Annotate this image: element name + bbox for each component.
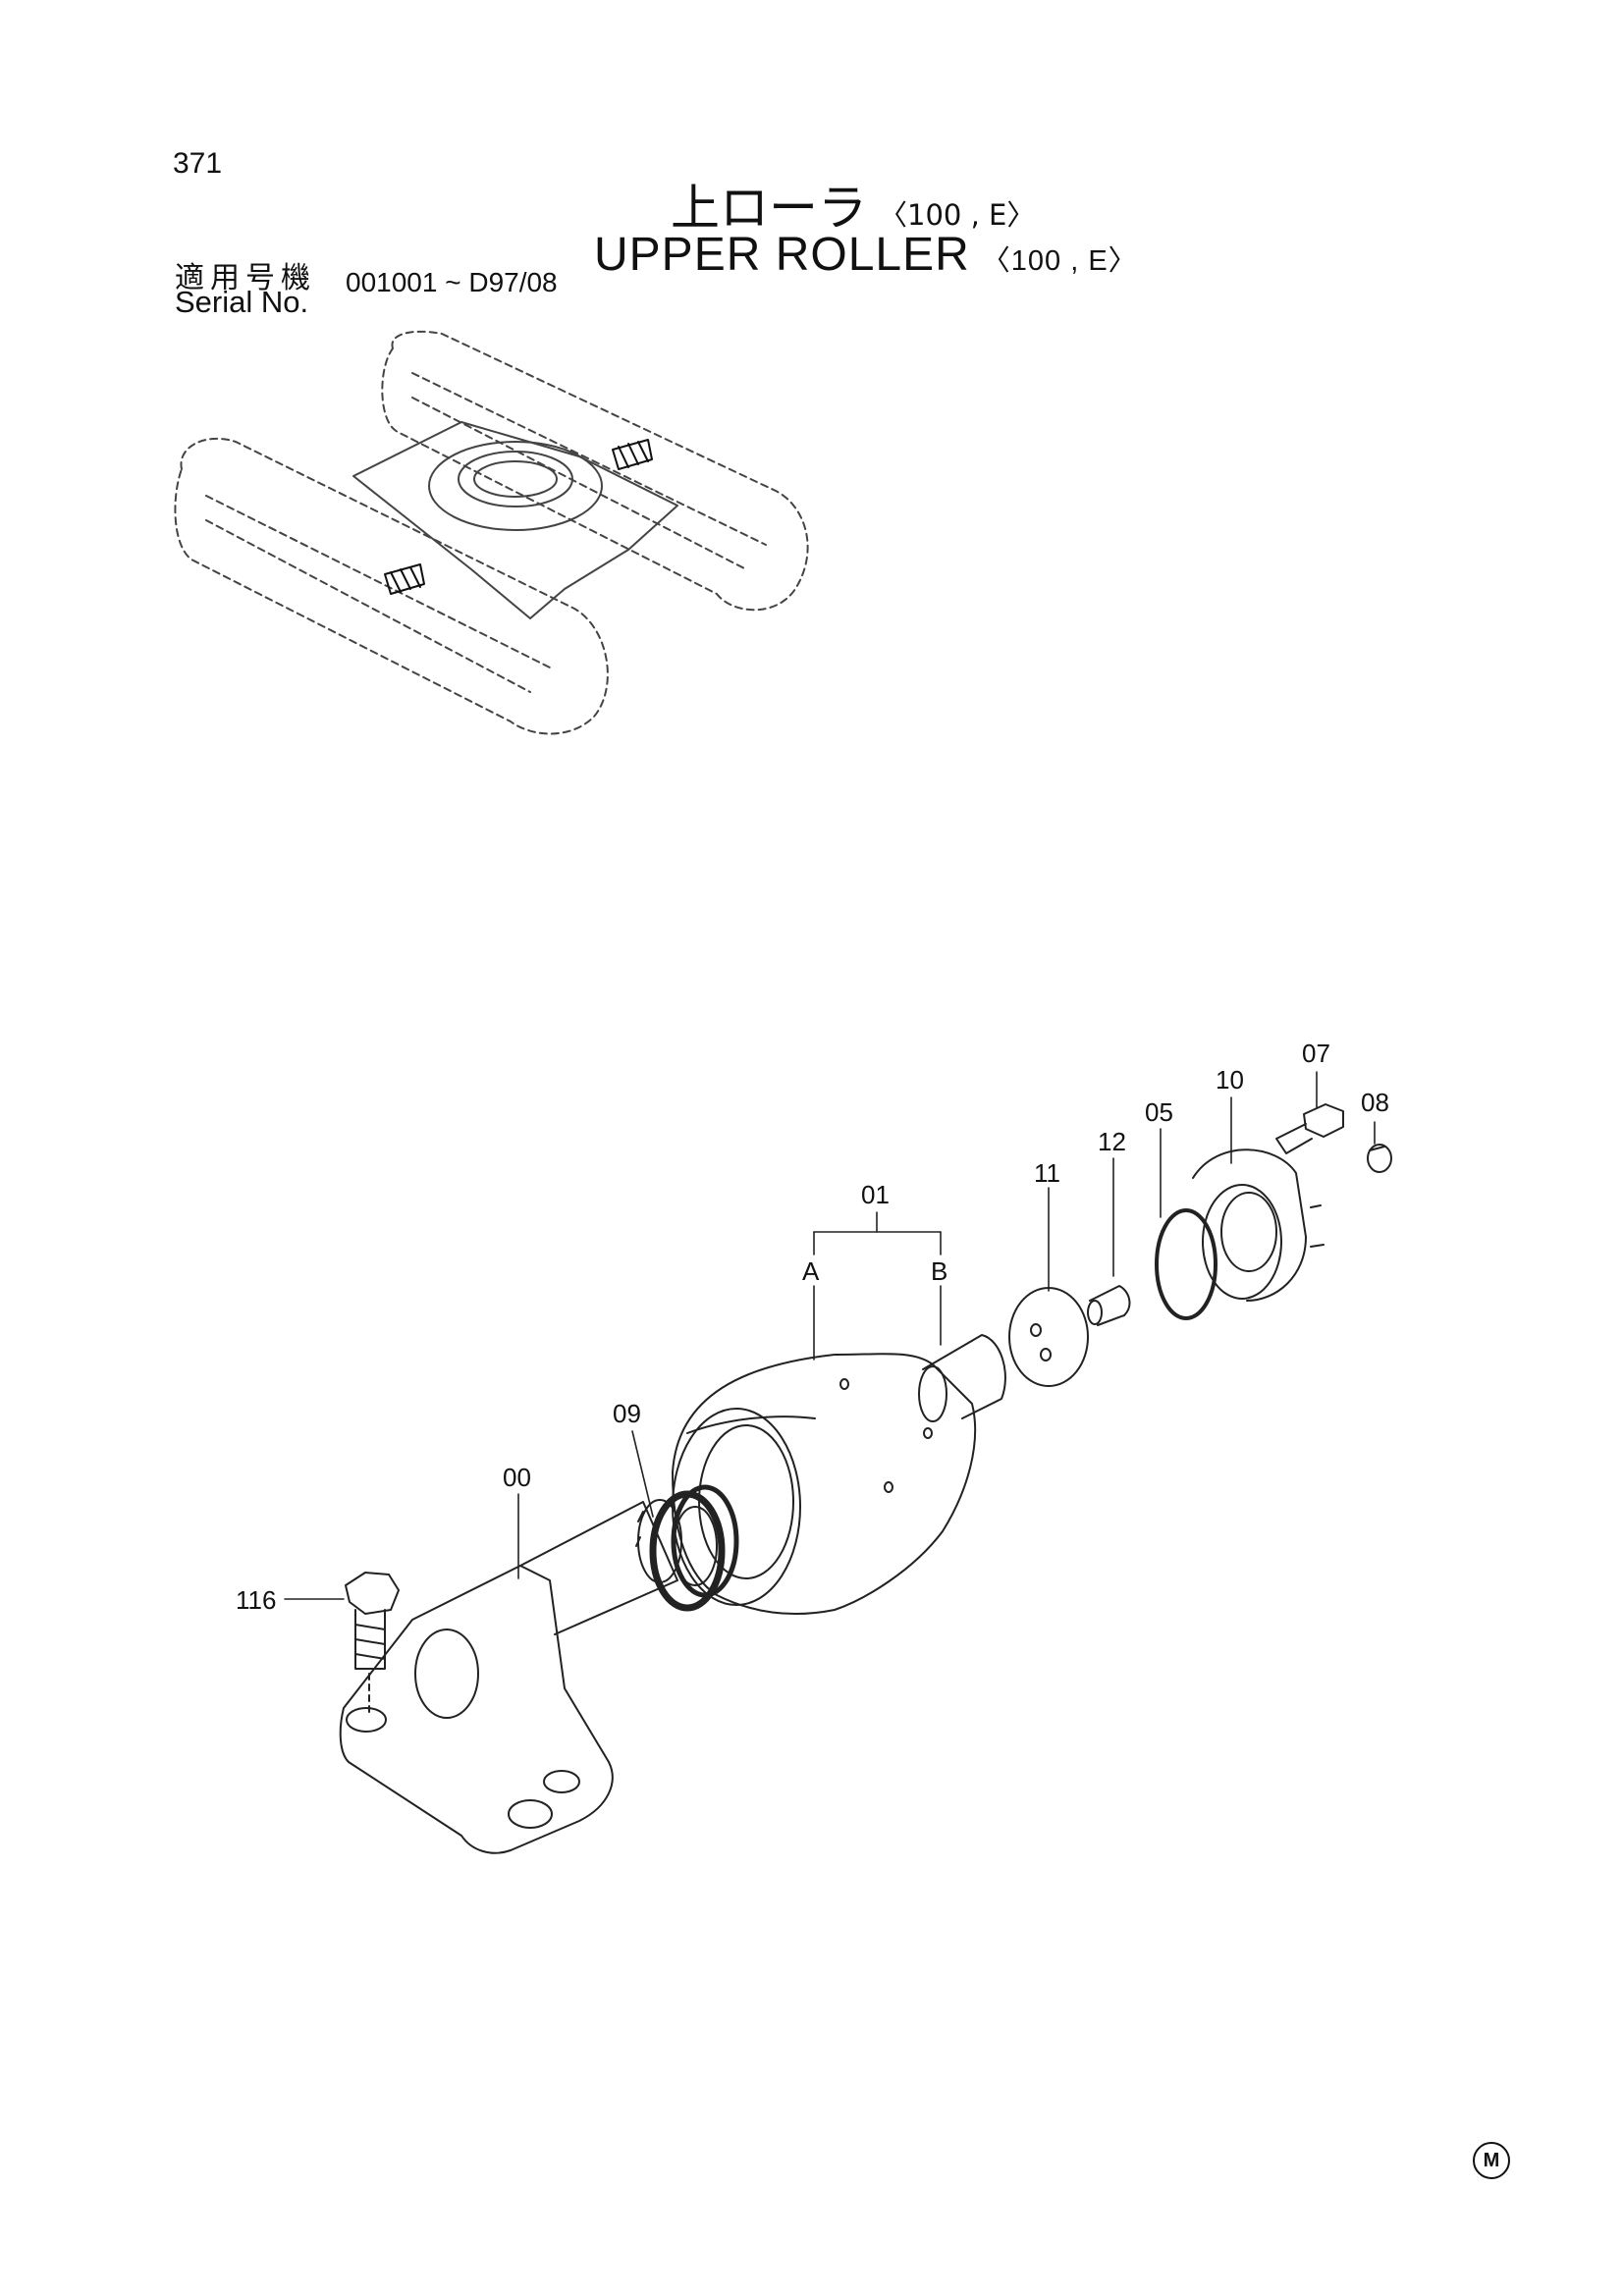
serial-label-english: Serial No. bbox=[175, 285, 309, 319]
callout-05: 05 bbox=[1145, 1097, 1173, 1127]
roller-location-marker-near bbox=[384, 563, 425, 595]
callout-a: A bbox=[802, 1256, 820, 1286]
callout-10: 10 bbox=[1216, 1065, 1244, 1095]
title-en-variant: 〈100 , E〉 bbox=[981, 245, 1138, 277]
callout-01: 01 bbox=[861, 1180, 890, 1209]
undercarriage-center-frame bbox=[352, 421, 678, 619]
callout-08: 08 bbox=[1361, 1088, 1389, 1117]
title-jp-text: 上ローラ bbox=[671, 180, 867, 237]
part-01-b-shaft bbox=[918, 1334, 1006, 1422]
part-05-o-ring bbox=[1155, 1208, 1217, 1320]
part-116-bolt bbox=[345, 1572, 400, 1714]
callout-12: 12 bbox=[1098, 1127, 1126, 1156]
part-09-seal bbox=[649, 1484, 739, 1612]
part-10-cover bbox=[1192, 1148, 1325, 1302]
callout-11: 11 bbox=[1034, 1158, 1060, 1188]
page-number: 371 bbox=[173, 147, 223, 180]
callout-b: B bbox=[931, 1256, 948, 1286]
part-08-plug bbox=[1367, 1144, 1392, 1173]
undercarriage-overview bbox=[174, 330, 809, 735]
part-01-roller-body bbox=[672, 1353, 977, 1615]
serial-range: 001001 ~ D97/08 bbox=[346, 267, 558, 297]
callout-09: 09 bbox=[613, 1399, 641, 1428]
part-00-bracket-shaft bbox=[339, 1499, 682, 1854]
roller-location-marker-far bbox=[612, 439, 653, 470]
part-07-bolt bbox=[1275, 1103, 1344, 1154]
callout-07: 07 bbox=[1302, 1039, 1330, 1068]
title-japanese: 上ローラ〈100 , E〉 bbox=[671, 169, 1035, 240]
part-12-plug bbox=[1087, 1285, 1131, 1326]
title-english: UPPER ROLLER 〈100 , E〉 bbox=[594, 228, 1138, 282]
part-11-thrust-plate bbox=[1008, 1287, 1089, 1387]
callout-116: 116 bbox=[236, 1585, 277, 1615]
leader-lines bbox=[284, 1071, 1376, 1600]
title-en-text: UPPER ROLLER bbox=[594, 229, 970, 281]
serial-label-japanese: 適用号機 bbox=[175, 261, 316, 295]
title-jp-variant: 〈100 , E〉 bbox=[879, 198, 1036, 232]
callout-00: 00 bbox=[503, 1463, 531, 1492]
manufacturer-mark: M bbox=[1473, 2142, 1510, 2179]
